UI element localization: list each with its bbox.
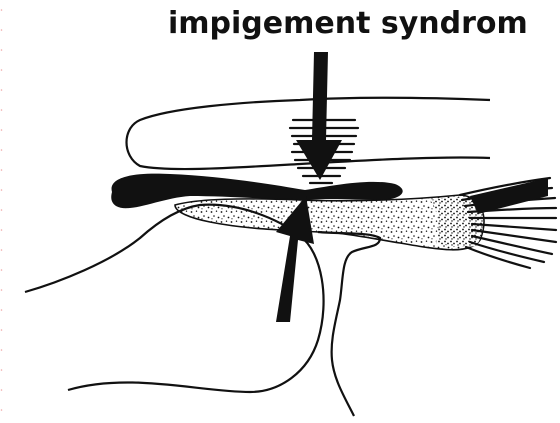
tuberosity-outline: [318, 232, 380, 416]
edge-dot-pattern: [0, 0, 4, 419]
diagram-title: impigement syndrom: [168, 6, 528, 41]
